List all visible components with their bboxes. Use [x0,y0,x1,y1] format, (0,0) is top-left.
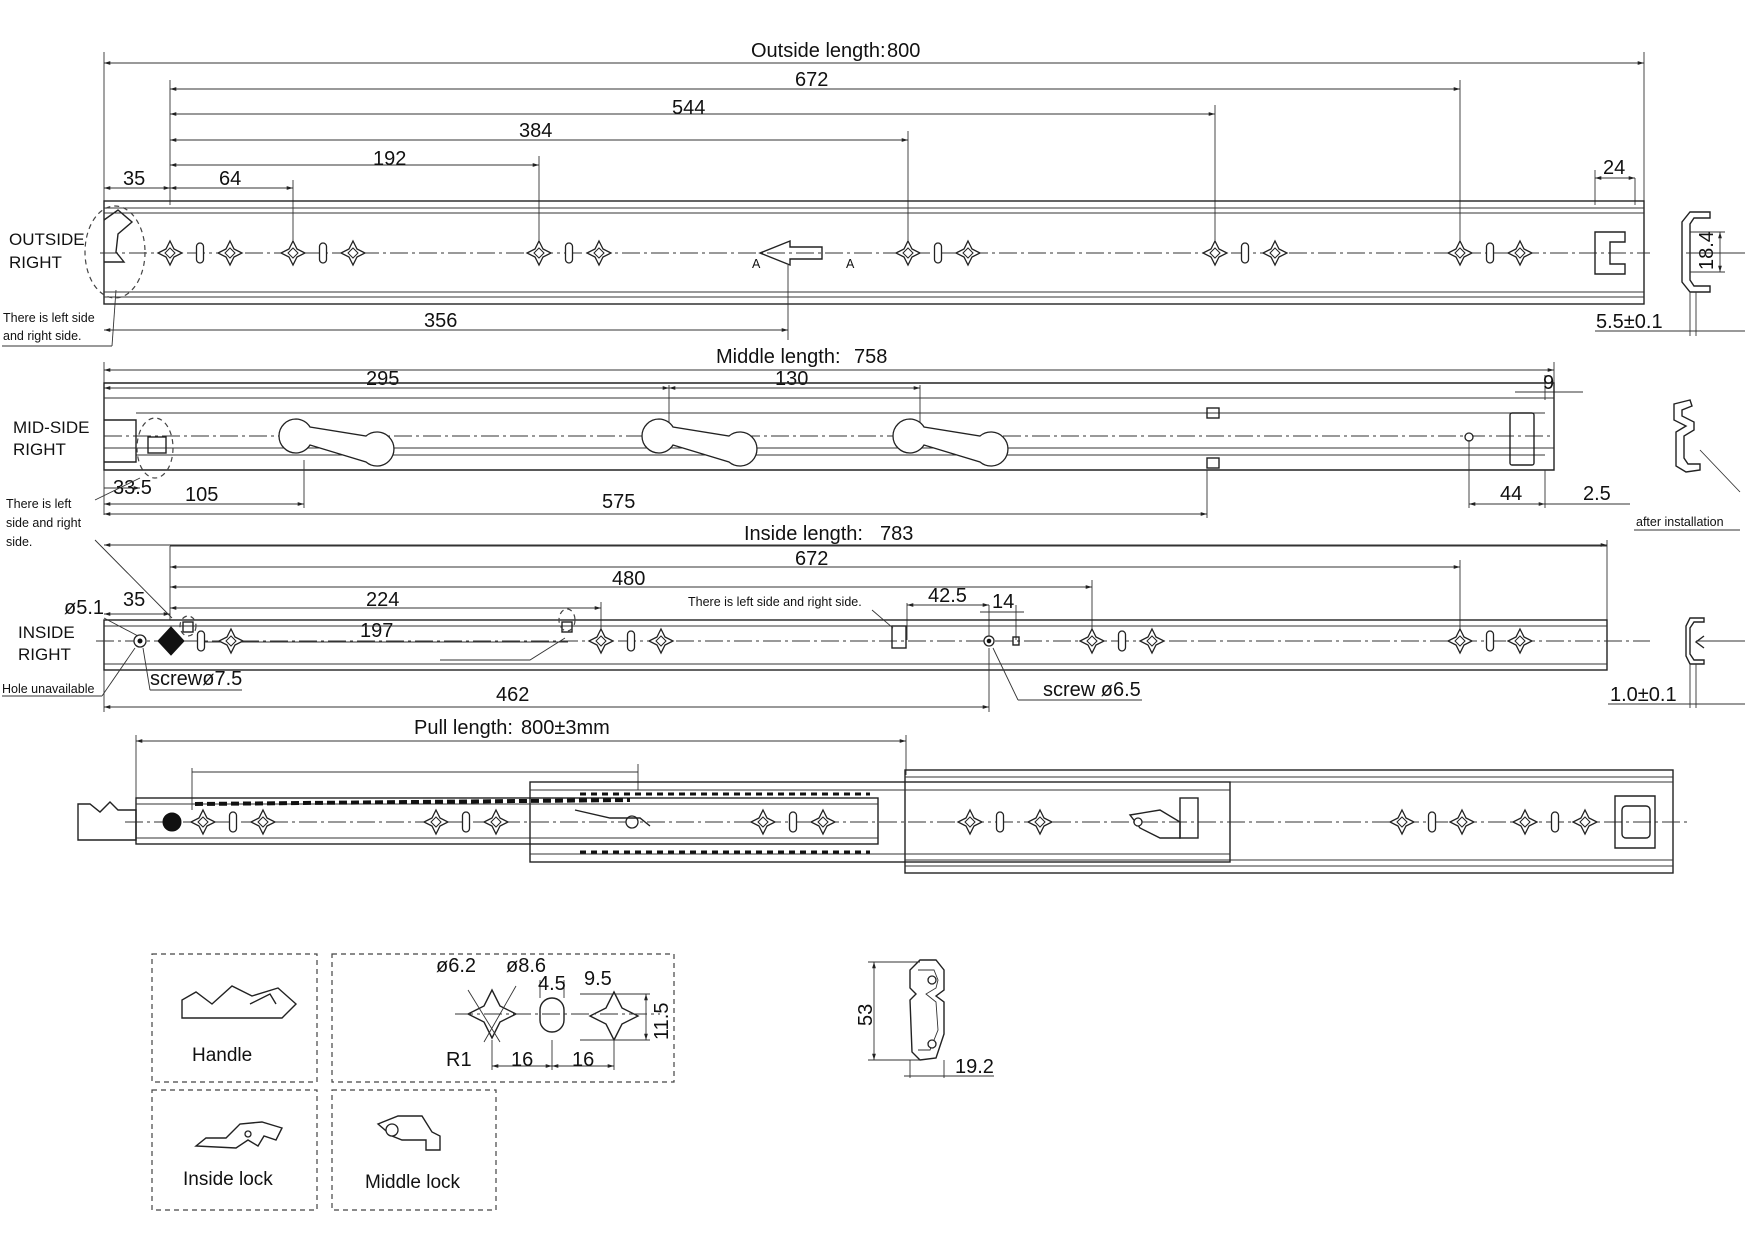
hole-unavailable-label: Hole unavailable [2,682,94,696]
outside-dim-18-4: 18.4 [1696,231,1718,270]
detail-inside-lock-box: Inside lock [151,1089,318,1211]
middle-dim-130: 130 [775,368,808,390]
hole-dim-16-b: 16 [572,1049,594,1071]
screw-left-label: screwø7.5 [150,668,242,690]
handle-label: Handle [192,1045,252,1066]
outside-side-label-2: RIGHT [9,253,62,272]
pull-extended-view: Pull length: 800±3mm [77,717,1690,874]
inside-dim-14: 14 [992,591,1014,613]
section-mark-right: A [846,257,855,271]
middle-dim-105: 105 [185,484,218,506]
detail-middle-lock-box: Middle lock [331,1089,497,1211]
hole-dim-11-5: 11.5 [651,1003,673,1040]
outside-dim-192: 192 [373,148,406,170]
outside-dim-544: 544 [672,97,705,119]
inside-dim-480: 480 [612,568,645,590]
middle-side-label-2: RIGHT [13,440,66,459]
outside-dim-384: 384 [519,120,552,142]
hole-dim-4-5: 4.5 [538,973,566,995]
outside-note-1: There is left side [3,311,95,325]
pull-title-label: Pull length: [414,717,513,739]
inside-side-label-2: RIGHT [18,645,71,664]
hole-dim-8-6: ø8.6 [506,955,546,977]
middle-dim-2-5: 2.5 [1583,483,1611,505]
section-mark-left: A [752,257,761,271]
outside-dim-thickness: 5.5±0.1 [1596,311,1663,333]
middle-dim-295: 295 [366,368,399,390]
hole-dim-9-5: 9.5 [584,968,612,990]
outside-member-view: Outside length: 800 672 544 384 192 64 3… [2,40,1745,347]
outside-title-value: 800 [887,40,920,62]
middle-dim-575: 575 [602,491,635,513]
hole-dim-16-a: 16 [511,1049,533,1071]
inside-dim-462: 462 [496,684,529,706]
middle-lock-label: Middle lock [365,1172,461,1193]
outside-dim-24: 24 [1603,157,1625,179]
outside-dim-672: 672 [795,69,828,91]
inside-dim-35: 35 [123,589,145,611]
middle-note-2: side and right [6,516,82,530]
inside-dim-672: 672 [795,548,828,570]
inside-title-label: Inside length: [744,523,863,545]
middle-side-label-1: MID-SIDE [13,418,90,437]
outside-dim-35: 35 [123,168,145,190]
middle-dim-33-5: 33.5 [113,477,152,499]
hole-dim-6-2: ø6.2 [436,955,476,977]
outside-dim-356: 356 [424,310,457,332]
inside-dim-42-5: 42.5 [928,585,967,607]
inside-dim-thickness: 1.0±0.1 [1610,684,1677,706]
inside-side-label-1: INSIDE [18,623,75,642]
middle-dim-44: 44 [1500,483,1522,505]
inside-dim-224: 224 [366,589,399,611]
outside-note-2: and right side. [3,329,82,343]
pull-title-value: 800±3mm [521,717,610,739]
inside-dim-197: 197 [360,620,393,642]
middle-note-1: There is left [6,497,72,511]
profile-dim-19-2: 19.2 [955,1056,994,1078]
after-installation-label: after installation [1636,515,1724,529]
middle-title-value: 758 [854,346,887,368]
inside-hole-diameter: ø5.1 [64,597,104,619]
middle-title-label: Middle length: [716,346,841,368]
inside-title-value: 783 [880,523,913,545]
screw-right-label: screw ø6.5 [1043,679,1141,701]
outside-title-label: Outside length: [751,40,886,62]
hole-dim-r1: R1 [446,1049,472,1071]
detail-hole-pattern-box: ø6.2 ø8.6 4.5 9.5 11.5 R1 16 16 [331,953,675,1083]
inside-lock-label: Inside lock [183,1169,273,1190]
outside-side-label-1: OUTSIDE [9,230,85,249]
outside-dim-64: 64 [219,168,241,190]
profile-dim-53: 53 [855,1004,877,1026]
inside-member-view: Inside length: 783 672 480 224 197 42.5 … [2,523,1745,712]
middle-note-3: side. [6,535,32,549]
detail-handle-box: Handle [151,953,318,1083]
profile-section-detail: 53 19.2 [855,959,994,1078]
inside-note: There is left side and right side. [688,595,862,609]
middle-member-view: Middle length: 758 295 130 9 33.5 [6,346,1741,549]
